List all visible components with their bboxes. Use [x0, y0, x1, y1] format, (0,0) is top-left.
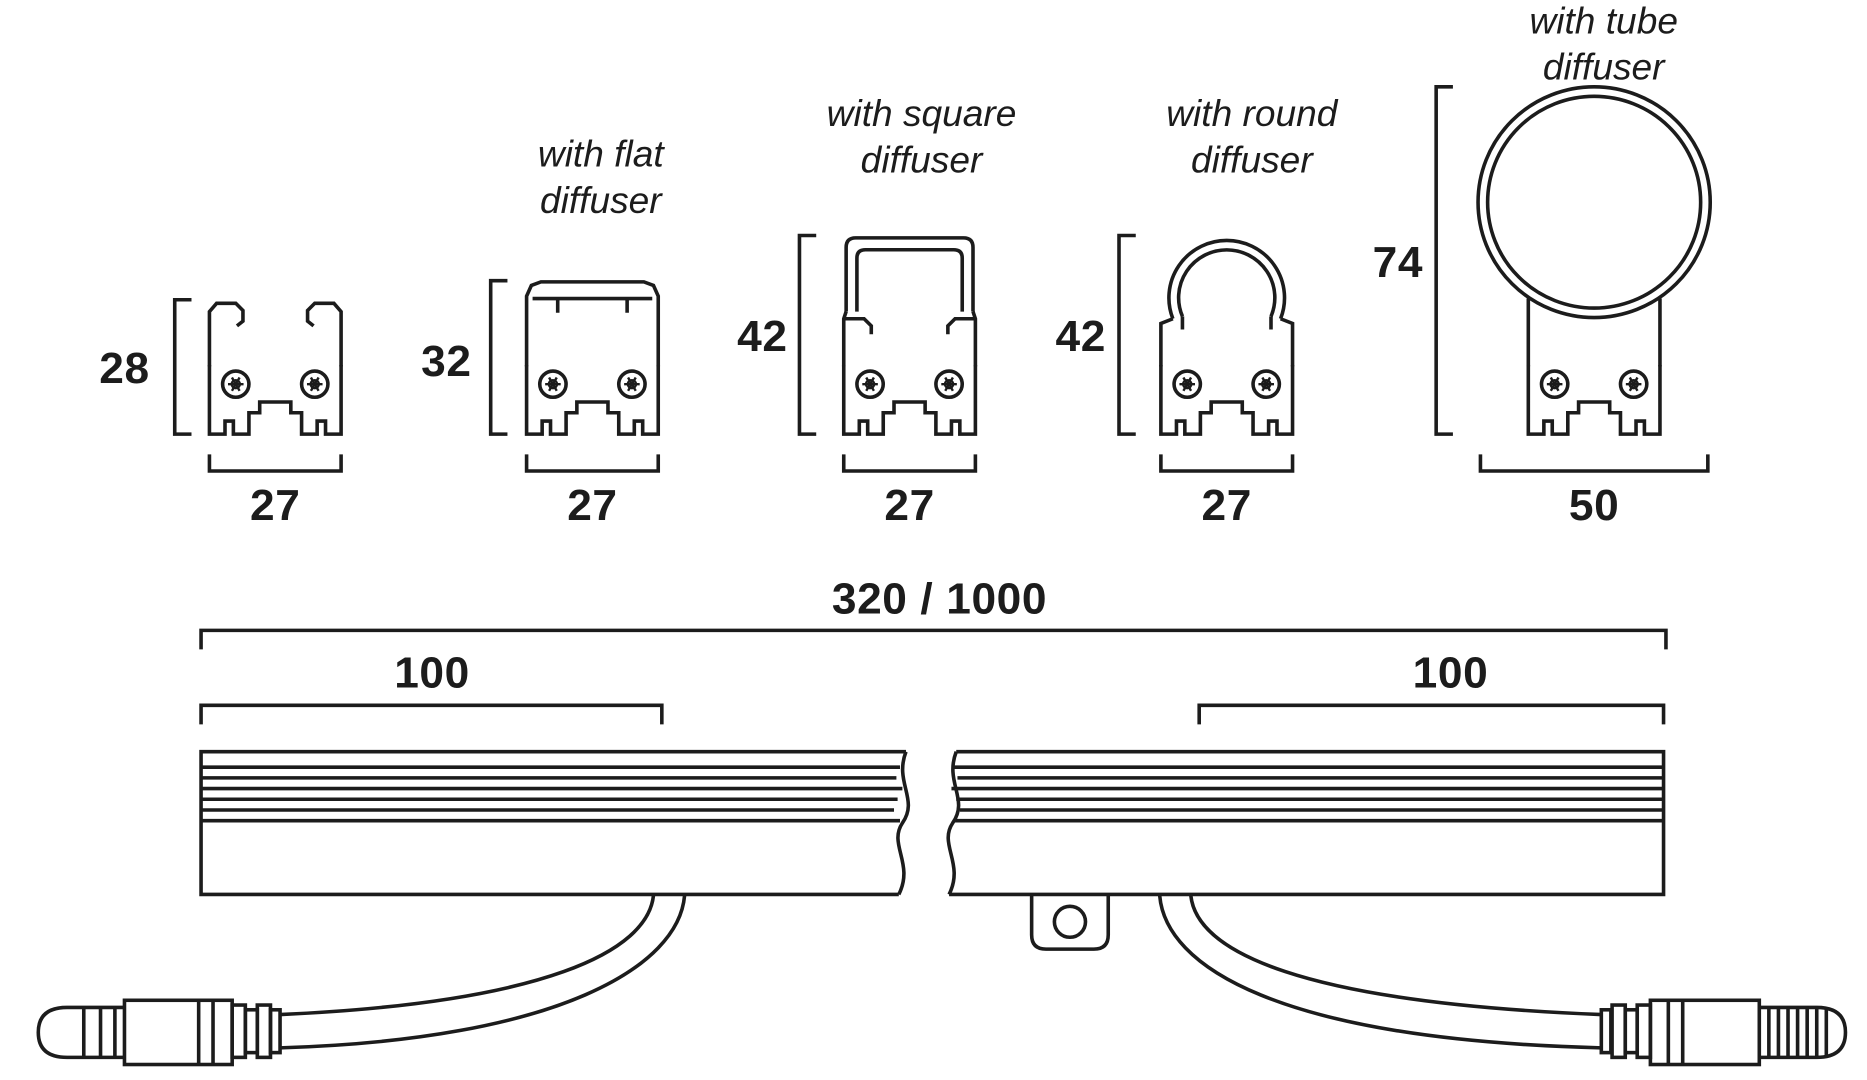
diffuser-clips	[555, 298, 629, 313]
neck-walls	[1526, 298, 1662, 367]
strain-relief-rib	[1610, 1003, 1628, 1060]
connector-body	[122, 998, 234, 1067]
connector-ridges	[196, 1000, 215, 1065]
profile2-height-bracket	[488, 278, 508, 436]
profile4-height-bracket	[1117, 233, 1136, 436]
caption-line: with square	[826, 92, 1017, 135]
right-connector	[1599, 998, 1848, 1067]
extrusion-base	[207, 363, 343, 436]
right-end-bracket	[1197, 703, 1666, 725]
mounting-bracket	[1029, 894, 1111, 951]
profile-square-diffuser-drawing	[841, 236, 978, 436]
profile1-height-dimension: 28	[99, 343, 150, 393]
caption-line: diffuser	[1542, 46, 1665, 89]
profile4-width-dimension: 27	[1201, 480, 1252, 530]
channel-wall	[1279, 317, 1295, 367]
profile3-width-dimension: 27	[884, 480, 935, 530]
right-end-dimension: 100	[1412, 648, 1489, 697]
break-line	[946, 751, 961, 896]
dimension-brackets	[172, 85, 1710, 725]
profile4-height-dimension: 42	[1055, 311, 1106, 361]
caption-line: with flat	[537, 133, 664, 175]
strain-relief-rib	[1635, 1003, 1653, 1060]
connector-body	[1648, 998, 1762, 1067]
extrusion-base	[1526, 363, 1662, 436]
connector-nose-ridges	[81, 1007, 117, 1058]
profile3-width-bracket	[841, 454, 978, 473]
knurl-lines	[1767, 1007, 1829, 1058]
left-end-dimension: 100	[394, 648, 470, 697]
profile1-width-dimension: 27	[250, 480, 301, 530]
cable-edge	[279, 895, 656, 1017]
square-diffuser-caption: with square diffuser	[827, 90, 1017, 183]
profile5-width-dimension: 50	[1568, 480, 1620, 530]
tube-diffuser-inner	[1485, 94, 1703, 310]
caption-line: with tube	[1529, 0, 1678, 42]
profile-bare-drawing	[207, 301, 343, 436]
strain-relief-rib	[230, 1003, 248, 1060]
right-cable	[1157, 895, 1602, 1050]
bracket-outline	[1029, 894, 1111, 951]
channel-wall	[207, 301, 245, 367]
profile2-width-dimension: 27	[567, 480, 618, 530]
connector-knurled-cap	[1759, 1005, 1848, 1060]
screw-hole	[1052, 904, 1088, 940]
profile4-width-bracket	[1159, 454, 1295, 473]
left-end-bracket	[199, 703, 664, 725]
tube-diffuser-caption: with tube diffuser	[1529, 0, 1677, 90]
extrusion-base	[1159, 363, 1295, 436]
overall-length-bracket	[199, 628, 1668, 650]
round-diffuser-inner	[1176, 248, 1277, 318]
square-diffuser-inner	[855, 247, 965, 312]
profile1-height-bracket	[172, 297, 192, 436]
cable-edge	[279, 895, 687, 1050]
channel-wall	[305, 301, 343, 367]
cable-edge	[1189, 895, 1602, 1017]
flat-diffuser-caption: with flat diffuser	[538, 131, 664, 224]
square-diffuser-outer	[844, 236, 975, 312]
caption-line: with round	[1166, 92, 1338, 135]
bar-outline	[949, 749, 1666, 897]
profile-round-diffuser-drawing	[1159, 238, 1295, 436]
cable-edge	[1157, 895, 1602, 1050]
channel-wall	[1159, 317, 1174, 367]
caption-line: diffuser	[1191, 139, 1313, 181]
connector-ridges	[1666, 1000, 1685, 1065]
connector-nose	[36, 1005, 125, 1060]
caption-line: diffuser	[539, 179, 662, 222]
round-diffuser-outer	[1167, 238, 1287, 320]
extrusion-ridges	[201, 765, 903, 823]
extrusion-base	[841, 363, 978, 436]
bar-outline	[199, 749, 906, 897]
extrusion-base	[524, 363, 661, 436]
profile1-width-bracket	[207, 454, 343, 473]
profile5-width-bracket	[1478, 454, 1710, 473]
profile2-height-dimension: 32	[421, 336, 472, 386]
channel-outline	[524, 280, 661, 367]
profile-tube-diffuser-drawing	[1476, 85, 1713, 436]
profile2-width-bracket	[524, 454, 661, 473]
extrusion-ridges	[951, 765, 1664, 823]
profile5-height-dimension: 74	[1372, 237, 1424, 287]
channel-lip	[843, 316, 874, 335]
left-connector	[36, 998, 282, 1067]
strain-relief-rib	[255, 1003, 273, 1060]
diffuser-clips	[1180, 316, 1273, 330]
profile-flat-diffuser-drawing	[524, 280, 661, 436]
break-line	[896, 751, 911, 896]
overall-length-dimension: 320 / 1000	[831, 574, 1048, 624]
profile3-height-bracket	[797, 233, 817, 436]
profile5-height-bracket	[1434, 85, 1453, 436]
fixture-bar-right-segment	[946, 749, 1666, 897]
fixture-bar-left-segment	[199, 749, 911, 897]
left-cable	[279, 895, 687, 1050]
round-diffuser-caption: with round diffuser	[1166, 90, 1337, 183]
caption-line: diffuser	[860, 139, 983, 181]
tube-diffuser-outer	[1476, 85, 1713, 320]
profile3-height-dimension: 42	[737, 311, 788, 361]
channel-lip	[946, 316, 976, 335]
strain-relief-rib	[1599, 1008, 1613, 1055]
